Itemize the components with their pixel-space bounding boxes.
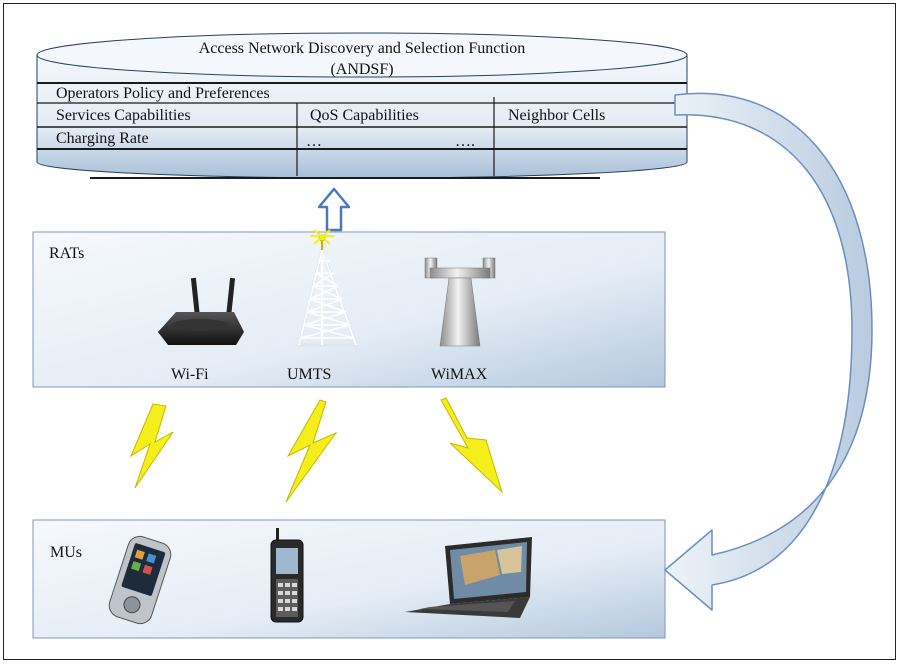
- ellipsis-right: ….: [455, 133, 475, 150]
- wifi-label: Wi-Fi: [171, 366, 209, 383]
- mobile-phone-icon: [270, 528, 304, 623]
- rats-label: RATs: [49, 245, 85, 262]
- charging-rate-label: Charging Rate: [56, 130, 149, 147]
- figure-frame: [3, 3, 896, 660]
- wireless-link-icons: [129, 397, 504, 503]
- lightning-icon: [129, 403, 174, 489]
- wimax-tower-icon: [424, 257, 496, 347]
- cell-tower-icon: [297, 229, 359, 347]
- rats-panel: [32, 231, 666, 388]
- wimax-label: WiMAX: [431, 366, 488, 383]
- policy-row-label: Operators Policy and Preferences: [56, 85, 270, 102]
- pda-icon: [108, 535, 172, 625]
- lightning-icon: [440, 397, 504, 494]
- laptop-icon: [405, 537, 532, 618]
- up-arrow-icon: [317, 187, 351, 232]
- neighbor-cells-label: Neighbor Cells: [508, 107, 606, 124]
- andsf-title: Access Network Discovery and Selection F…: [198, 40, 526, 57]
- andsf-acronym: (ANDSF): [330, 61, 394, 78]
- umts-label: UMTS: [287, 366, 332, 383]
- wifi-router-icon: [158, 277, 244, 345]
- services-capabilities-label: Services Capabilities: [56, 107, 191, 124]
- feedback-arrow: [664, 92, 873, 611]
- qos-capabilities-label: QoS Capabilities: [310, 107, 419, 124]
- lightning-icon: [285, 399, 338, 503]
- mus-label: MUs: [50, 544, 83, 561]
- andsf-database: [36, 32, 688, 179]
- ellipsis-left: …: [306, 133, 322, 150]
